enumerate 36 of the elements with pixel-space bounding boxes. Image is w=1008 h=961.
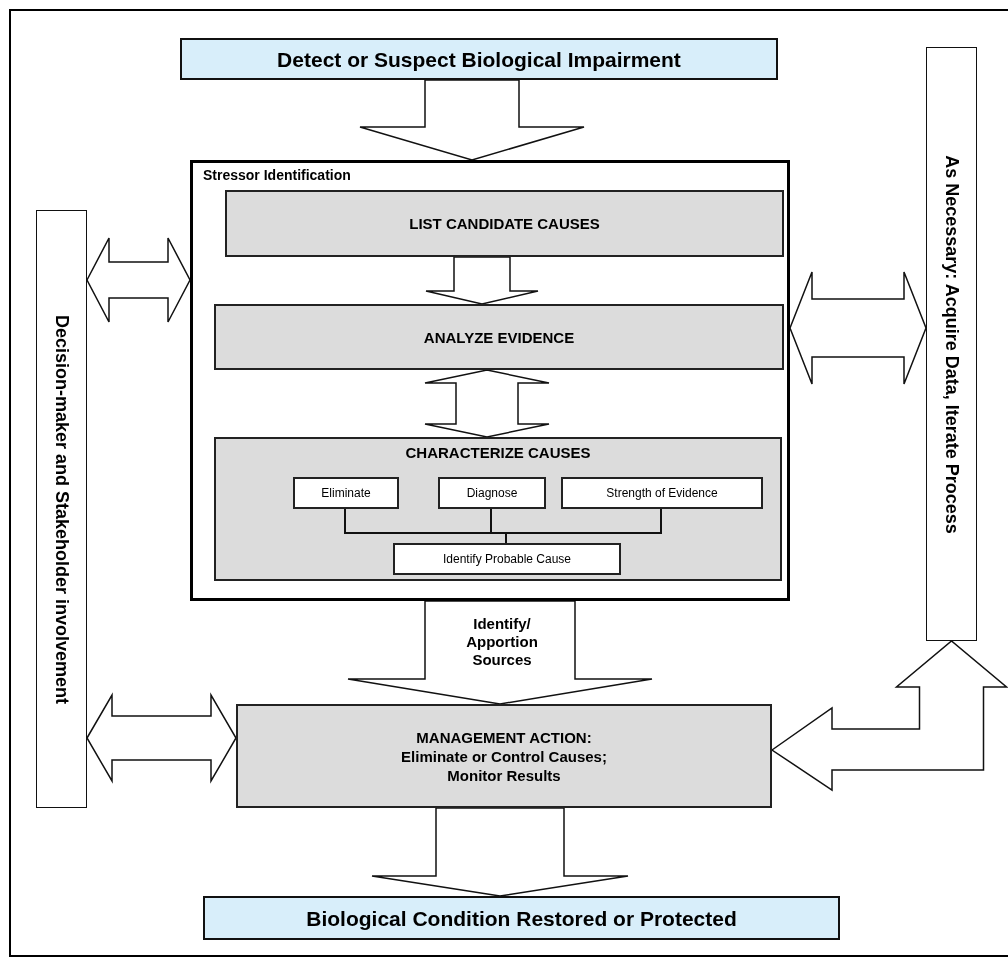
block-arrow [425, 256, 539, 305]
side-bar [36, 210, 87, 808]
box-label: As Necessary: Acquire Data, Iterate Process [942, 154, 961, 534]
step-box [393, 543, 621, 575]
box-heading: CHARACTERIZE CAUSES [405, 443, 591, 462]
outcome-box [203, 896, 840, 940]
block-arrow [770, 640, 1008, 792]
side-bar [926, 47, 977, 641]
process-box [236, 704, 772, 808]
connector-line [505, 508, 662, 544]
box-label: Biological Condition Restored or Protected [306, 908, 737, 928]
block-arrow [359, 79, 585, 161]
step-box [293, 477, 399, 509]
box-label: Decision-maker and Stakeholder involvement [52, 314, 71, 704]
process-box [225, 190, 784, 257]
process-box [214, 304, 784, 370]
step-box [561, 477, 763, 509]
outcome-box [180, 38, 778, 80]
block-arrow [371, 807, 629, 897]
process-box [214, 437, 782, 581]
step-box [438, 477, 546, 509]
block-arrow [789, 271, 927, 385]
group-title: Stressor Identification [203, 166, 351, 185]
block-arrow [86, 237, 191, 323]
box-label: LIST CANDIDATE CAUSES [409, 214, 600, 233]
box-label: Diagnose [466, 484, 518, 502]
box-label: ANALYZE EVIDENCE [423, 327, 575, 347]
block-arrow [424, 369, 550, 438]
box-label: Strength of Evidence [606, 484, 718, 502]
box-text: Eliminate or Control Causes; Monitor Results [400, 746, 608, 785]
block-arrow [86, 692, 237, 784]
box-label: Identify Probable Cause [442, 550, 572, 568]
box-label: Detect or Suspect Biological Impairment [277, 49, 681, 69]
box-heading: MANAGEMENT ACTION: [416, 727, 592, 747]
box-label: Eliminate [321, 484, 371, 502]
group-frame [190, 160, 790, 601]
